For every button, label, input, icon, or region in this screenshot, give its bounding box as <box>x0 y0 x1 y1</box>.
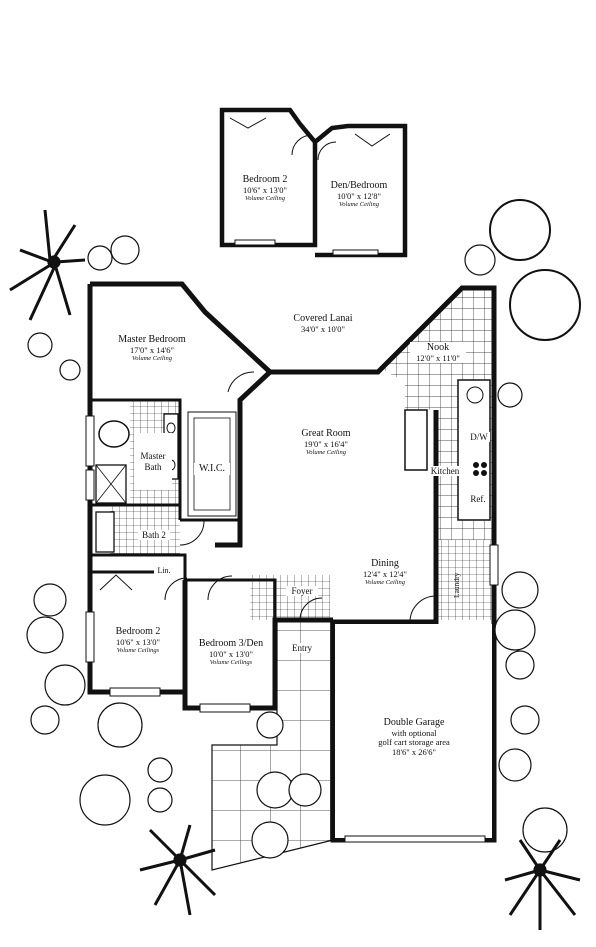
kitchen-counter <box>404 409 428 471</box>
room-name: Double Garage <box>383 717 445 728</box>
room-name: Master Bedroom <box>118 334 186 345</box>
label-great-room: Great Room 19'0" x 16'4" Volume Ceiling <box>290 428 362 457</box>
label-bath2: Bath 2 <box>138 530 170 541</box>
windows <box>85 415 499 713</box>
room-name: Dining <box>371 558 399 569</box>
wic-shelving <box>187 411 237 517</box>
garage-floor <box>335 624 492 838</box>
label-master-bedroom: Master Bedroom 17'0" x 14'6" Volume Ceil… <box>110 334 194 363</box>
room-name: Bedroom 3/Den <box>198 638 264 649</box>
room-note: Volume Ceiling <box>339 201 379 209</box>
room-line2: with optional <box>391 727 437 738</box>
room-name: Foyer <box>291 586 313 596</box>
room-line3: golf cart storage area <box>378 737 450 748</box>
label-dining: Dining 12'4" x 12'4" Volume Ceiling <box>352 558 418 587</box>
room-dims: 17'0" x 14'6" <box>129 344 174 355</box>
label-bedroom3-den: Bedroom 3/Den 10'0" x 13'0" Volume Ceili… <box>192 638 270 667</box>
label-ref: Ref. <box>468 494 488 505</box>
room-name: Covered Lanai <box>293 313 353 324</box>
room-name: Bedroom 2 <box>242 174 288 185</box>
room-name: Master Bath <box>140 451 166 472</box>
room-note: Volume Ceiling <box>132 355 172 363</box>
bathtub <box>98 420 130 448</box>
room-name: Ref. <box>470 494 486 504</box>
label-nook: Nook 12'0" x 11'0" <box>410 342 466 364</box>
room-note: Volume Ceiling <box>306 449 346 457</box>
foyer-floor <box>250 575 330 620</box>
landscaping <box>9 199 581 930</box>
palm-tree-bottom-right <box>504 839 581 930</box>
label-dw: D/W <box>468 432 490 443</box>
optional-bedroom-wing <box>219 107 408 258</box>
room-name: W.I.C. <box>198 463 226 474</box>
room-dims: 10'0" x 13'0" <box>208 648 253 659</box>
entry-walkway <box>211 619 334 871</box>
laundry-floor <box>438 540 492 620</box>
room-dims: 10'0" x 12'8" <box>336 190 381 201</box>
room-dims: 10'6" x 13'0" <box>242 184 287 195</box>
door-swings <box>99 371 437 623</box>
palm-tree-top-left <box>9 209 86 321</box>
room-name: Nook <box>426 342 450 353</box>
room-note: Volume Ceilings <box>116 647 160 655</box>
label-entry: Entry <box>286 643 318 654</box>
garage-door <box>344 835 486 843</box>
room-dims: 34'0" x 10'0" <box>300 323 345 334</box>
label-den-bedroom: Den/Bedroom 10'0" x 12'8" Volume Ceiling <box>325 180 393 209</box>
label-foyer: Foyer <box>286 586 318 597</box>
room-note: Volume Ceiling <box>245 195 285 203</box>
label-bedroom2-lower: Bedroom 2 10'6" x 13'0" Volume Ceilings <box>104 626 172 655</box>
label-garage: Double Garage with optional golf cart st… <box>364 717 464 758</box>
label-wic: W.I.C. <box>194 463 230 475</box>
room-dims: 12'0" x 11'0" <box>416 352 460 363</box>
room-dims: 18'6" x 26'6" <box>391 747 436 758</box>
palm-tree-bottom-left <box>139 824 217 916</box>
label-master-bath: Master Bath <box>134 433 172 491</box>
label-kitchen: Kitchen <box>428 466 462 477</box>
label-bedroom2-upper: Bedroom 2 10'6" x 13'0" Volume Ceiling <box>234 174 296 203</box>
room-name: Great Room <box>301 428 351 439</box>
room-dims: 10'6" x 13'0" <box>115 636 160 647</box>
room-name: Den/Bedroom <box>330 180 388 191</box>
room-name: Kitchen <box>430 466 460 476</box>
room-name: Lin. <box>157 566 171 575</box>
label-covered-lanai: Covered Lanai 34'0" x 10'0" <box>283 313 363 334</box>
room-name: Entry <box>292 643 312 653</box>
room-dims: 19'0" x 16'4" <box>303 438 348 449</box>
room-name: Bedroom 2 <box>115 626 161 637</box>
label-lin: Lin. <box>154 566 174 576</box>
label-laundry: Laundry <box>452 572 461 598</box>
room-dims: 12'4" x 12'4" <box>362 568 407 579</box>
room-name: Bath 2 <box>142 530 166 540</box>
room-note: Volume Ceilings <box>209 659 253 667</box>
room-note: Volume Ceiling <box>365 579 405 587</box>
room-name: D/W <box>470 432 488 442</box>
